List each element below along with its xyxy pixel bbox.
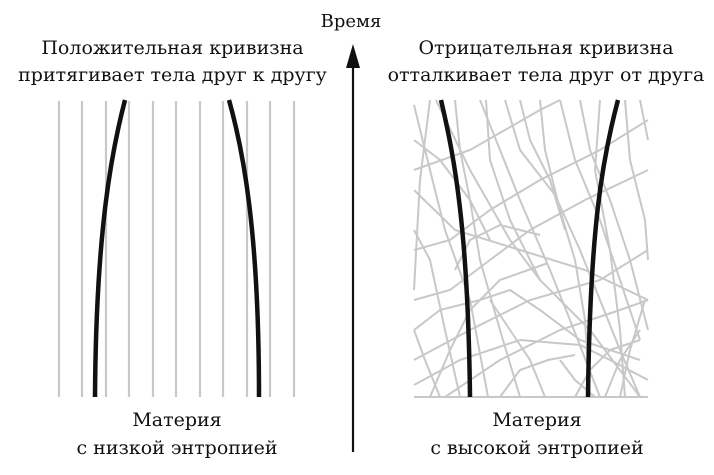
right-worldlines xyxy=(438,99,621,398)
right-caption-line2: с высокой энтропией xyxy=(430,437,644,459)
left-worldline-a xyxy=(92,99,128,398)
time-arrow-head-icon xyxy=(346,44,360,68)
time-arrow xyxy=(346,44,360,452)
left-caption-line1: Материя xyxy=(132,409,222,431)
left-worldline-b xyxy=(226,99,262,398)
left-title-line1: Положительная кривизна xyxy=(41,37,304,59)
right-tangled-lines xyxy=(413,99,649,398)
right-title-line2: отталкивает тела друг от друга xyxy=(387,64,705,86)
left-caption-line2: с низкой энтропией xyxy=(76,437,278,459)
left-worldlines xyxy=(92,99,262,398)
left-parallel-lines xyxy=(57,101,296,397)
right-worldline-a xyxy=(438,99,473,398)
right-title-line1: Отрицательная кривизна xyxy=(418,37,674,59)
left-title-line2: притягивает тела друг к другу xyxy=(18,64,327,86)
time-axis-label: Время xyxy=(320,11,382,32)
right-caption-line1: Материя xyxy=(492,409,582,431)
right-worldline-b xyxy=(585,99,621,398)
